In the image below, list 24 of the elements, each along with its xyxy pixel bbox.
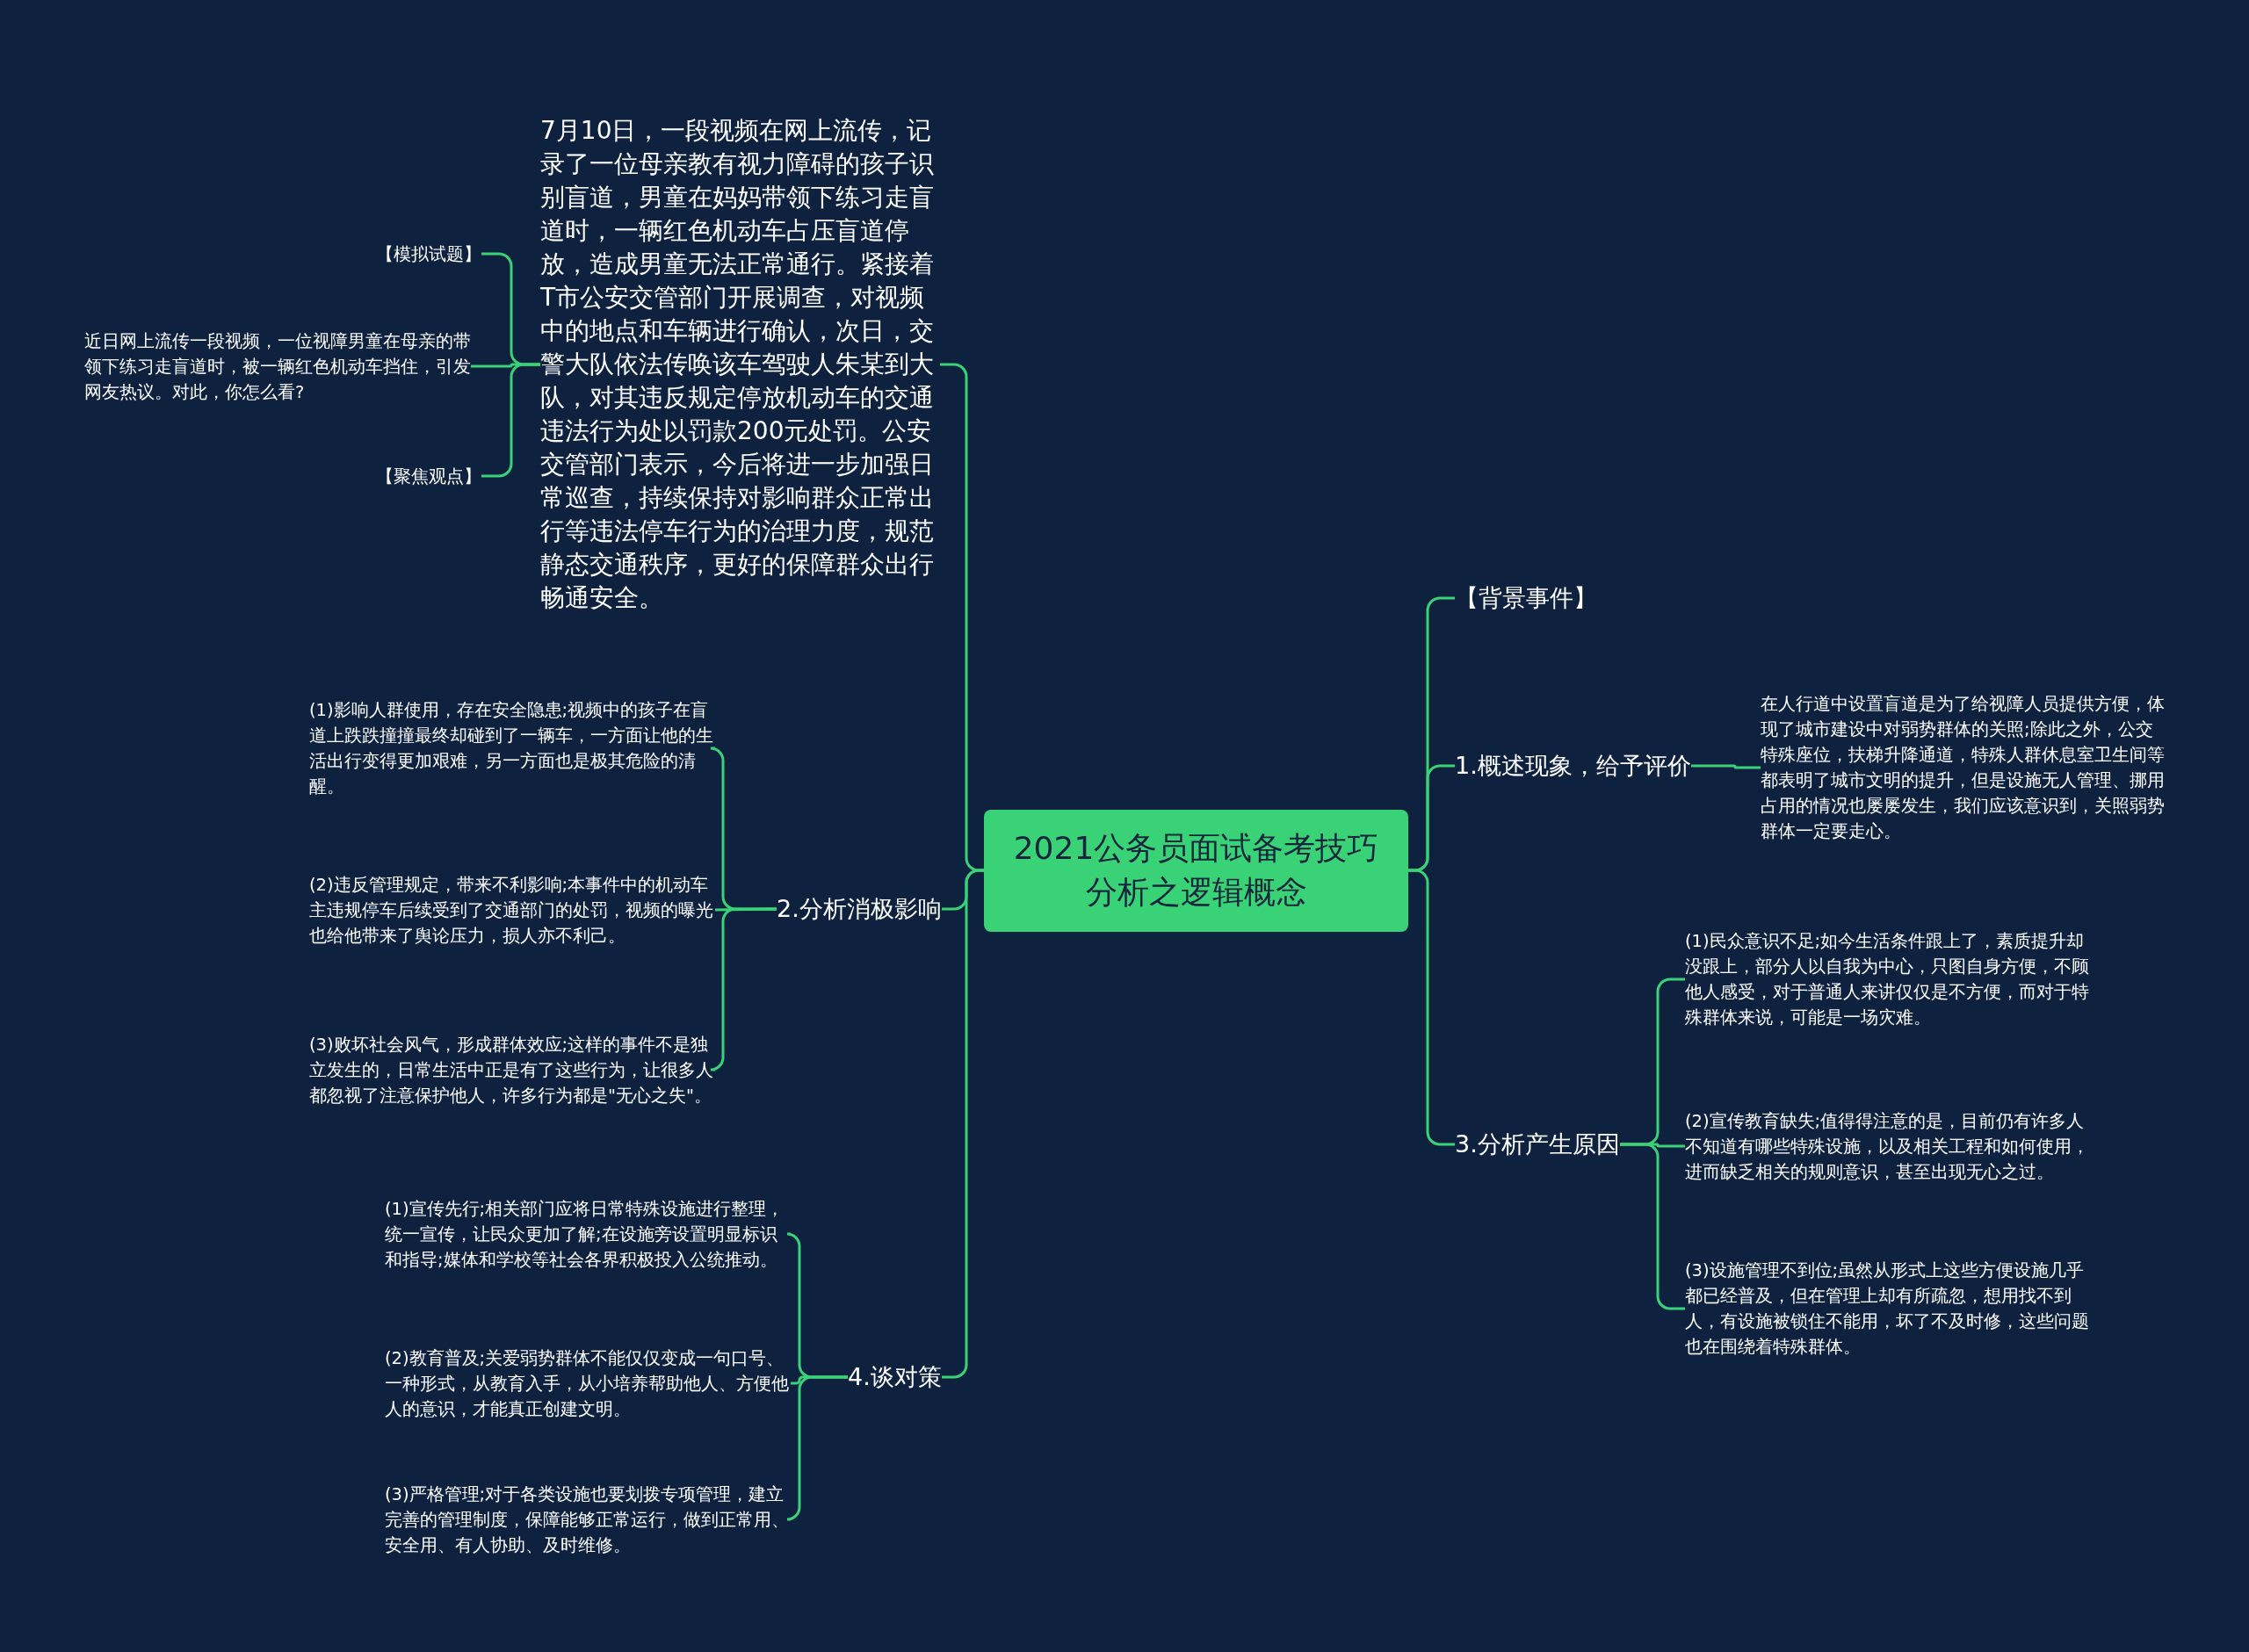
topic-text: (2)教育普及;关爱弱势群体不能仅仅变成一句口号、一种形式，从教育入手，从小培养帮助他人、方便他人的意识，才能真正创建文明。	[385, 1346, 790, 1421]
connector-line	[785, 1375, 848, 1521]
topic-text: (3)设施管理不到位;虽然从形式上这些方便设施几乎都已经普及，但在管理上却有所疏忽，想用找不到人，有设施被锁住不能用，坏了不及时修，这些问题也在围绕着特殊群体。	[1685, 1259, 2090, 1359]
topic-label: 【聚焦观点】	[376, 465, 481, 488]
topic-text: 7月10日，一段视频在网上流传，记录了一位母亲教有视力障碍的孩子识别盲道，男童在妈妈带领下练习走盲道时，一辆红色机动车占压盲道停放，造成男童无法正常通行。紧接着T市公安交管部门开展调查，对视频中的地点和车辆进行确认，次日，交警大队依法传唤该车驾驶人朱某到大队，对其违反规定停放机动车的交通违法行为处以罚款200元处罚。公安交管部门表示，今后将进一步加强日常巡查，持续保持对影响群众正常出行等违法停车行为的治理力度，规范静态交通秩序，更好的保障群众出行畅通安全。	[540, 115, 935, 614]
topic-text: 在人行道中设置盲道是为了给视障人员提供方便，体现了城市建设中对弱势群体的关照;除此之外，公交特殊座位，扶梯升降通道，特殊人群休息室卫生间等都表明了城市文明的提升，但是设施无人管理、挪用占用的情况也屡屡发生，我们应该意识到，关照弱势群体一定要走心。	[1761, 693, 2166, 843]
root-topic-box	[984, 809, 1408, 932]
topic-text: (2)违反管理规定，带来不利影响;本事件中的机动车主违规停车后续受到了交通部门的处罚，视频的曝光也给他带来了舆论压力，损人亦不利己。	[309, 873, 714, 948]
topic-label: 3.分析产生原因	[1455, 1129, 1620, 1159]
topic-text: (1)影响人群使用，存在安全隐患;视频中的孩子在盲道上跌跌撞撞最终却碰到了一辆车，一方面让他的生活出行变得更加艰难，另一方面也是极其危险的清醒。	[309, 699, 714, 798]
topic-text: (3)严格管理;对于各类设施也要划拨专项管理，建立完善的管理制度，保障能够正常运行，做到正常用、安全用、有人协助、及时维修。	[385, 1482, 790, 1557]
topic-text: (1)民众意识不足;如今生活条件跟上了，素质提升却没跟上，部分人以自我为中心，只图自身方便，不顾他人感受，对于普通人来讲仅仅是不方便，而对于特殊群体来说，可能是一场灾难。	[1685, 930, 2090, 1029]
connector-line	[1691, 764, 1761, 769]
topic-label: 【模拟试题】	[376, 242, 481, 266]
topic-label: 2.分析消极影响	[777, 894, 942, 924]
topic-label: 1.概述现象，给予评价	[1455, 751, 1691, 781]
topic-label: 【背景事件】	[1455, 583, 1597, 613]
root-topic-label: 2021公务员面试备考技巧分析之逻辑概念	[1012, 829, 1380, 912]
connector-line	[709, 907, 777, 1071]
topic-text: (1)宣传先行;相关部门应将日常特殊设施进行整理，统一宣传，让民众更加了解;在设施旁设置明显标识和指导;媒体和学校等社会各界积极投入公统推动。	[385, 1197, 785, 1272]
topic-text: 近日网上流传一段视频，一位视障男童在母亲的带领下练习走盲道时，被一辆红色机动车挡住，引发网友热议。对此，你怎么看?	[84, 329, 471, 404]
topic-label: 4.谈对策	[848, 1362, 942, 1392]
topic-text: (2)宣传教育缺失;值得得注意的是，目前仍有许多人不知道有哪些特殊设施，以及相关工程和如何使用，进而缺乏相关的规则意识，甚至出现无心之过。	[1685, 1109, 2090, 1184]
topic-text: (3)败坏社会风气，形成群体效应;这样的事件不是独立发生的，日常生活中正是有了这些行为，让很多人都忽视了注意保护他人，许多行为都是"无心之失"。	[309, 1033, 714, 1107]
